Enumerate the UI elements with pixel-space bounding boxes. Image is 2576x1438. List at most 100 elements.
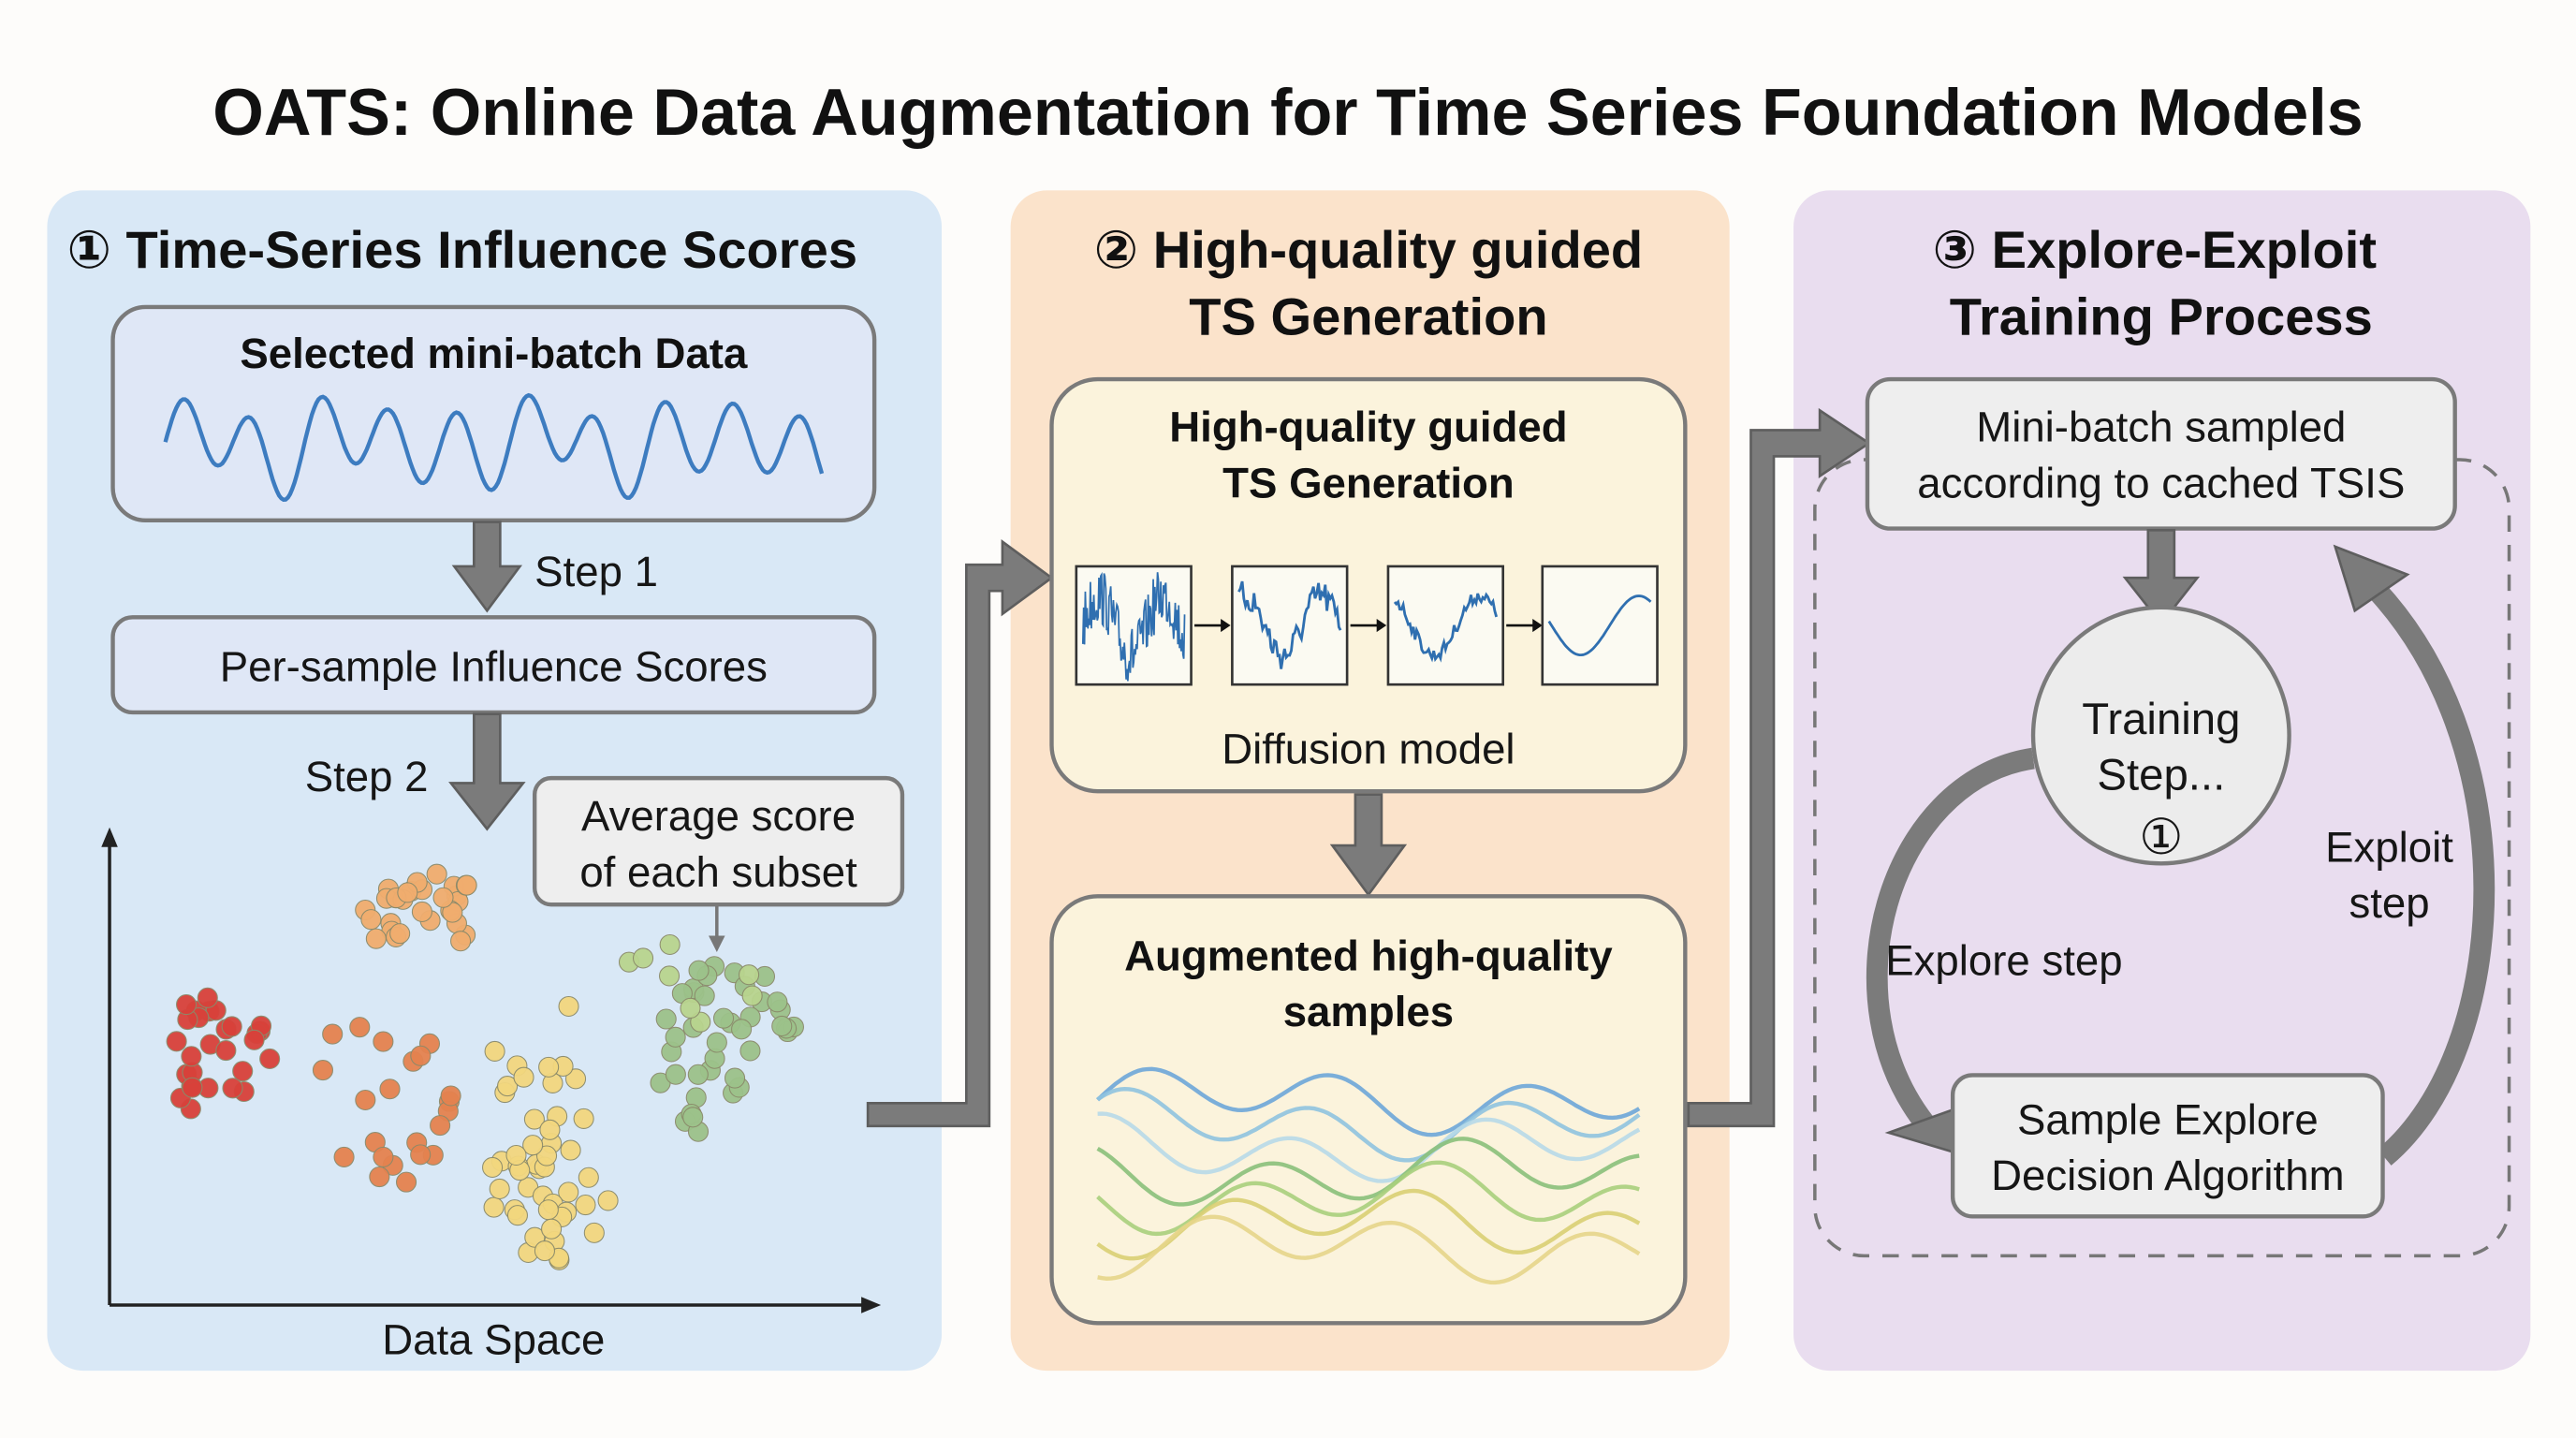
data-point	[688, 960, 710, 981]
noise-step-plot	[1386, 565, 1505, 686]
data-point	[522, 1135, 544, 1156]
noise-step-waveform	[1237, 580, 1342, 669]
minibatch-sampled-box	[1865, 376, 2457, 531]
data-point	[182, 1077, 203, 1098]
data-point	[232, 1061, 254, 1082]
data-point	[682, 1107, 704, 1128]
data-point	[564, 1068, 587, 1090]
data-point	[706, 1032, 727, 1053]
data-point	[259, 1048, 281, 1070]
augmented-sample-line	[1096, 1087, 1641, 1163]
data-point	[312, 1060, 334, 1081]
data-point	[222, 1078, 243, 1099]
panel2-heading-line2: TS Generation	[1189, 287, 1547, 346]
data-point	[484, 1040, 505, 1062]
step2-label: Step 2	[305, 753, 429, 800]
data-point	[575, 1194, 596, 1216]
augmented-line1: Augmented high-quality	[1124, 932, 1613, 979]
data-point	[432, 887, 454, 908]
connector-arrow-2-to-3	[1687, 407, 1872, 1128]
noise-step-plot	[1231, 565, 1349, 686]
minibatch-to-training-arrow	[2122, 529, 2201, 626]
augmented-sample-line	[1096, 1137, 1640, 1207]
explore-step-label: Explore step	[1885, 937, 2122, 985]
data-point	[659, 933, 681, 956]
data-point	[166, 1031, 187, 1052]
data-point	[349, 1017, 371, 1038]
minibatch-sampled-line2: according to cached TSIS	[1917, 459, 2405, 506]
data-point	[373, 1031, 394, 1052]
data-point	[483, 1196, 505, 1218]
augmented-sample-line	[1096, 1160, 1640, 1237]
y-axis-arrowhead	[101, 827, 118, 847]
x-axis-label: Data Space	[382, 1316, 605, 1364]
data-point	[633, 947, 654, 969]
exploit-arrowhead	[2333, 544, 2410, 613]
augmented-sample-line	[1097, 1214, 1641, 1285]
exploit-line2: step	[2349, 879, 2429, 927]
data-point	[560, 1139, 581, 1161]
influence-scores-label: Per-sample Influence Scores	[220, 643, 768, 691]
diffusion-model-label: Diffusion model	[1222, 725, 1515, 772]
data-point	[505, 1144, 527, 1167]
data-point	[535, 1145, 558, 1167]
data-point	[369, 1167, 390, 1188]
data-point	[442, 902, 463, 923]
generation-down-arrow	[1329, 793, 1408, 897]
training-line3: ①	[2139, 810, 2183, 865]
data-point	[739, 964, 760, 986]
x-axis-arrowhead	[861, 1297, 882, 1313]
data-point	[731, 1019, 753, 1040]
step1-arrow	[451, 521, 523, 613]
data-point	[456, 874, 477, 896]
connector-arrow-1-to-2	[866, 539, 1054, 1128]
data-point	[221, 1016, 242, 1037]
data-point	[665, 1026, 686, 1048]
minibatch-sampled-line1: Mini-batch sampled	[1976, 404, 2346, 451]
step-arrowhead	[1221, 619, 1231, 633]
main-title: OATS: Online Data Augmentation for Time …	[212, 76, 2363, 149]
augmented-waveforms	[1096, 1066, 1641, 1285]
step-arrowhead	[1532, 619, 1543, 633]
noise-step-waveform	[1547, 594, 1652, 657]
decision-line2: Decision Algorithm	[1991, 1152, 2344, 1199]
data-point	[534, 1240, 555, 1262]
data-point	[243, 1029, 265, 1050]
data-point	[440, 1085, 461, 1107]
noise-step-plot	[1541, 565, 1659, 686]
decision-line1: Sample Explore	[2017, 1096, 2319, 1144]
panel3-heading-line1: ③ Explore-Exploit	[1933, 220, 2378, 279]
panel1-heading: ① Time-Series Influence Scores	[66, 220, 857, 279]
callout-line2: of each subset	[579, 848, 857, 896]
data-point	[513, 1066, 534, 1088]
data-point	[426, 863, 447, 885]
data-point	[410, 1045, 432, 1066]
augmented-sample-line	[1097, 1111, 1641, 1183]
training-line2: Step...	[2097, 750, 2225, 800]
generation-box-line1: High-quality guided	[1169, 404, 1567, 451]
step-arrowhead	[1376, 619, 1387, 633]
data-point	[537, 1199, 559, 1221]
training-line1: Training	[2082, 695, 2240, 744]
minibatch-waveform	[163, 392, 825, 502]
panel2-heading-line1: ② High-quality guided	[1094, 220, 1644, 279]
data-point	[687, 1064, 709, 1085]
step2-arrow	[448, 712, 526, 831]
data-point	[389, 923, 411, 945]
minibatch-box	[110, 304, 877, 523]
data-point	[739, 1040, 761, 1062]
noise-step-waveform	[1081, 571, 1186, 682]
decision-algorithm-box	[1950, 1073, 2385, 1219]
data-point	[680, 997, 701, 1019]
data-point	[322, 1023, 344, 1045]
data-point	[665, 1064, 686, 1085]
panel3-heading-line2: Training Process	[1950, 287, 2373, 346]
data-point	[741, 985, 763, 1006]
data-point	[411, 901, 432, 922]
data-point	[175, 993, 198, 1016]
data-point	[771, 1015, 793, 1037]
generation-box-line2: TS Generation	[1222, 459, 1515, 506]
data-point	[538, 1056, 560, 1078]
minibatch-label: Selected mini-batch Data	[240, 330, 748, 377]
data-point	[197, 987, 218, 1008]
